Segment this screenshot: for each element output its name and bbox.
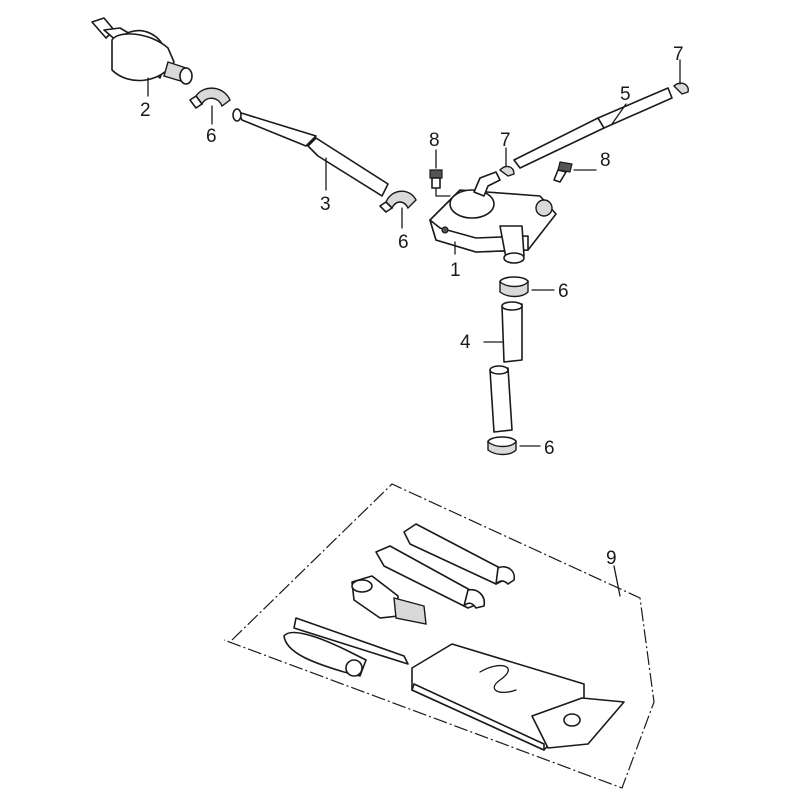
callout-2: 2: [140, 100, 151, 121]
leader-lines: [147, 59, 681, 597]
callout-6-upper-left: 6: [206, 126, 217, 147]
tool-kit: [223, 483, 655, 789]
hose-clip-valve-left: [379, 190, 417, 213]
bolt-right: [553, 161, 573, 183]
fuel-hose-upper: [232, 108, 389, 197]
fuel-filter: [91, 17, 193, 85]
callout-8-left: 8: [429, 130, 440, 151]
fuel-valve: [429, 171, 557, 264]
callout-6-lower: 6: [544, 438, 555, 459]
bolt-left: [429, 169, 443, 189]
callout-9: 9: [606, 548, 617, 569]
spring-clip-valve: [498, 165, 515, 177]
hose-clip-valve-lower: [499, 276, 529, 298]
fuel-hose-lower: [489, 301, 523, 433]
hose-clip-lower: [487, 436, 517, 456]
callout-7-upper-right: 7: [673, 44, 684, 65]
callout-1: 1: [450, 260, 461, 281]
callout-6-valve-left: 6: [398, 232, 409, 253]
callout-7-valve: 7: [500, 130, 511, 151]
callout-3: 3: [320, 194, 331, 215]
spring-clip-upper-right: [673, 82, 689, 95]
callout-5: 5: [620, 84, 631, 105]
callout-4: 4: [460, 332, 471, 353]
hose-clip-upper-left: [189, 87, 231, 109]
vacuum-hose: [513, 87, 673, 169]
callout-6-valve-lower: 6: [558, 281, 569, 302]
callouts: 1 2 3 4 5 6 6 6 6 7 7 8 8 9: [140, 44, 684, 569]
callout-8-right: 8: [600, 150, 611, 171]
